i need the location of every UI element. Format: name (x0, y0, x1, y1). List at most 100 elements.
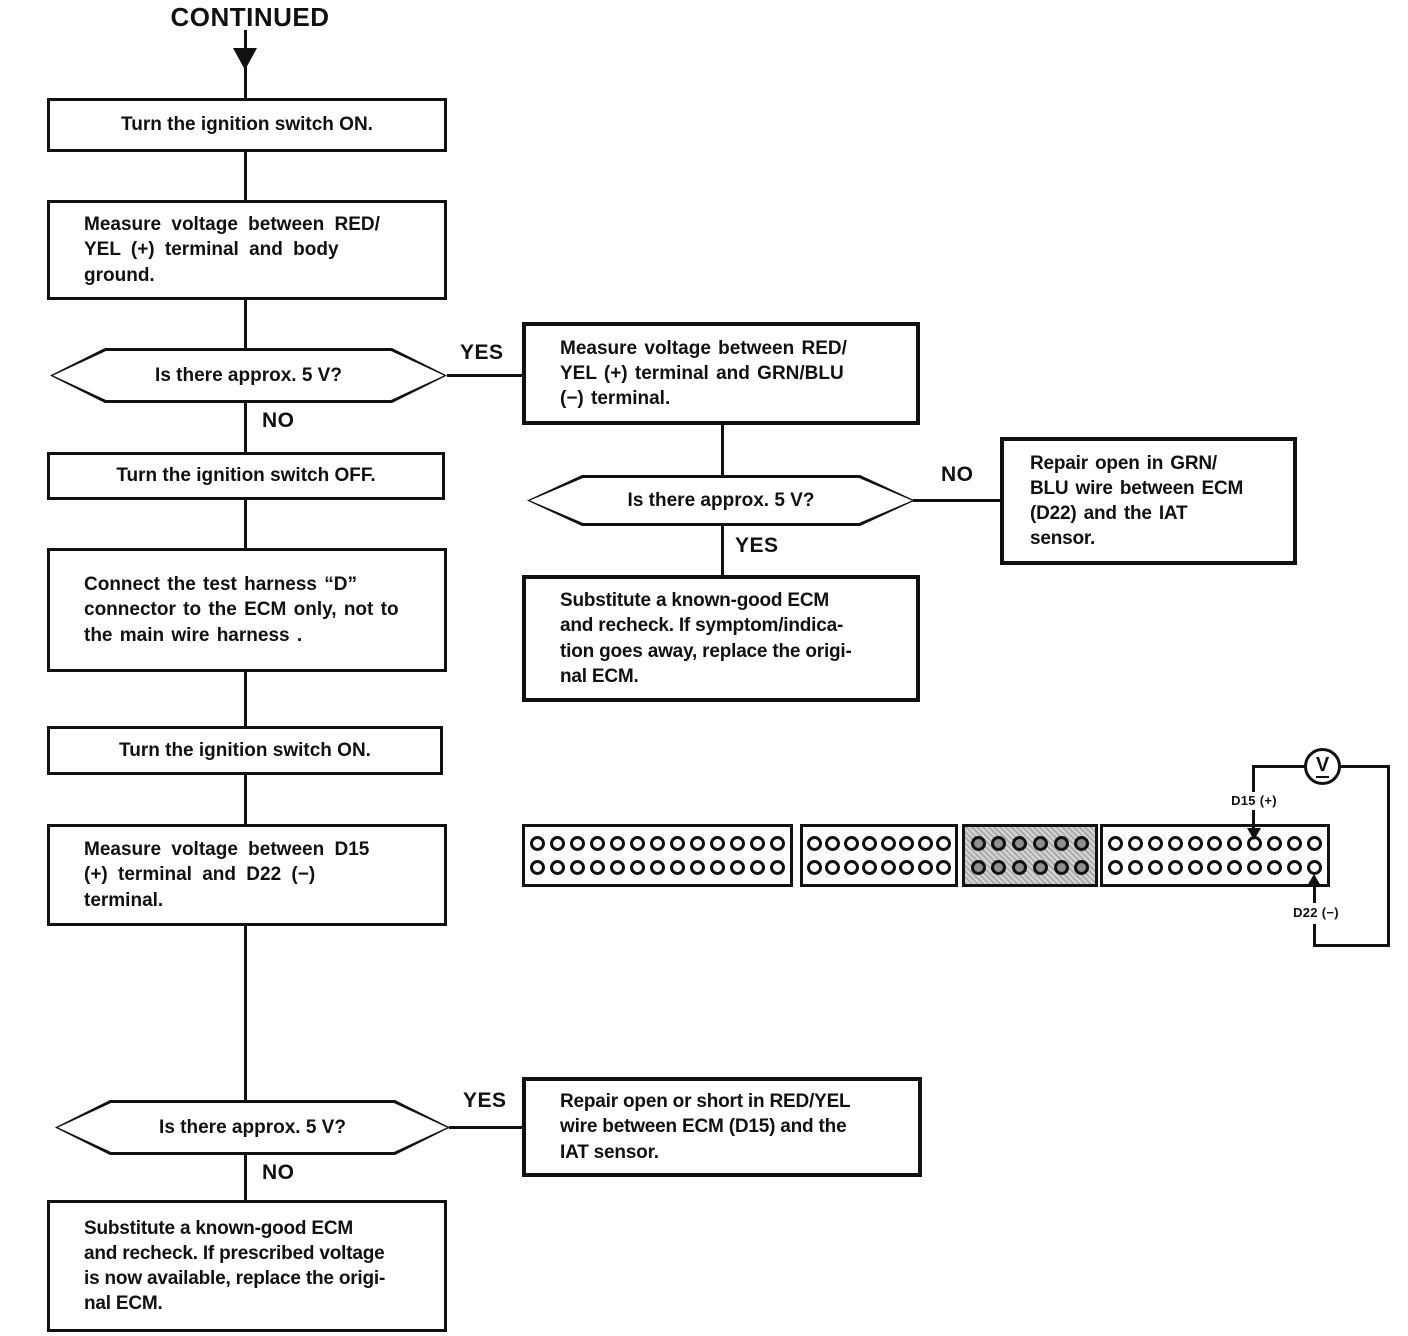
step-substitute-ecm-prescribed-text: Substitute a known-good ECM and recheck.… (84, 1217, 386, 1315)
connector-pin-row (803, 836, 955, 851)
connector-pin (1187, 836, 1203, 851)
step-measure-grn-blu-text: Measure voltage between RED/ YEL (+) ter… (560, 337, 847, 410)
no-label-2: NO (941, 463, 974, 486)
connector-pin (991, 860, 1007, 875)
action-repair-red-yel: Repair open or short in RED/YEL wire bet… (522, 1077, 922, 1177)
step-connect-test-harness-text: Connect the test harness “D” connector t… (84, 574, 399, 646)
connector-pin (590, 860, 605, 875)
connector-pin (530, 836, 545, 851)
decision-shape-fill (58, 1103, 447, 1152)
no-branch-line-1 (244, 403, 247, 452)
no-branch-line-2 (913, 499, 1000, 502)
connector-pin (530, 860, 545, 875)
connector-pin (630, 836, 645, 851)
connector-pin (899, 836, 915, 851)
connector-pin-row (803, 860, 955, 875)
probe-wire-d22 (1339, 765, 1390, 768)
connector-pin (1107, 860, 1123, 875)
connector-line (721, 425, 724, 477)
connector-pin (1127, 860, 1143, 875)
connector-line (244, 926, 247, 1102)
connector-pin (1207, 860, 1223, 875)
connector-pin (630, 860, 645, 875)
connector-segment-4 (1100, 824, 1330, 887)
action-repair-grn-blu: Repair open in GRN/ BLU wire between ECM… (1000, 437, 1297, 565)
connector-line (244, 152, 247, 200)
no-label-1: NO (262, 409, 295, 432)
step-ignition-on-2-text: Turn the ignition switch ON. (119, 739, 371, 761)
connector-pin (1207, 836, 1223, 851)
connector-pin (806, 836, 822, 851)
d15-terminal-label: D15 (+) (1231, 793, 1277, 808)
connector-pin (1012, 860, 1028, 875)
connector-pin (862, 836, 878, 851)
connector-pin (770, 860, 785, 875)
connector-pin (880, 836, 896, 851)
connector-pin (917, 860, 933, 875)
connector-line (244, 300, 247, 348)
connector-pin (1127, 836, 1143, 851)
no-label-3: NO (262, 1161, 295, 1184)
d15-pointer-line (1252, 810, 1255, 832)
connector-pin (730, 860, 745, 875)
connector-pin (1053, 836, 1069, 851)
connector-pin (710, 860, 725, 875)
connector-pin-row (1103, 836, 1327, 851)
connector-pin (843, 836, 859, 851)
connector-segment-3 (962, 824, 1098, 887)
yes-branch-line-1 (447, 374, 525, 377)
connector-pin (570, 860, 585, 875)
action-substitute-ecm-symptom-text: Substitute a known-good ECM and recheck.… (560, 590, 852, 687)
step-measure-body-ground-text: Measure voltage between RED/ YEL (+) ter… (84, 214, 380, 286)
connector-pin (1267, 860, 1283, 875)
connector-pin (610, 860, 625, 875)
connector-pin (670, 860, 685, 875)
connector-pin (610, 836, 625, 851)
action-substitute-ecm-symptom: Substitute a known-good ECM and recheck.… (522, 575, 920, 702)
voltmeter-icon: V (1304, 748, 1341, 785)
step-measure-body-ground: Measure voltage between RED/ YEL (+) ter… (47, 200, 447, 300)
connector-pin (1032, 836, 1048, 851)
connector-pin (843, 860, 859, 875)
connector-pin (550, 860, 565, 875)
connector-pin (570, 836, 585, 851)
step-measure-grn-blu: Measure voltage between RED/ YEL (+) ter… (522, 322, 920, 425)
connector-pin (1012, 836, 1028, 851)
continued-title: CONTINUED (170, 2, 330, 32)
ecm-connector (522, 824, 1330, 887)
step-ignition-on-1: Turn the ignition switch ON. (47, 98, 447, 152)
connector-pin (917, 836, 933, 851)
d15-pointer-arrowhead-icon (1247, 828, 1261, 840)
connector-segment-1 (522, 824, 793, 887)
connector-pin (991, 836, 1007, 851)
connector-pin (1053, 860, 1069, 875)
connector-pin (880, 860, 896, 875)
step-measure-d15-d22: Measure voltage between D15 (+) terminal… (47, 824, 447, 926)
decision-approx-5v-1: Is there approx. 5 V? (50, 348, 447, 403)
connector-pin (770, 836, 785, 851)
connector-pin (1247, 860, 1263, 875)
step-measure-d15-d22-text: Measure voltage between D15 (+) terminal… (84, 839, 370, 911)
step-ignition-on-1-text: Turn the ignition switch ON. (121, 114, 373, 136)
step-connect-test-harness: Connect the test harness “D” connector t… (47, 548, 447, 672)
connector-pin (1287, 836, 1303, 851)
step-ignition-off-text: Turn the ignition switch OFF. (116, 465, 376, 487)
connector-pin (936, 860, 952, 875)
yes-branch-line-2 (721, 526, 724, 575)
connector-pin (550, 836, 565, 851)
connector-pin (690, 860, 705, 875)
connector-pin (1167, 836, 1183, 851)
decision-shape-fill (53, 351, 444, 400)
no-branch-line-3 (244, 1155, 247, 1200)
connector-pin (1287, 860, 1303, 875)
connector-pin (730, 836, 745, 851)
connector-pin-row (1103, 860, 1327, 875)
decision-approx-5v-3-text: Is there approx. 5 V? (159, 1116, 346, 1138)
connector-line (244, 775, 247, 824)
connector-pin (1306, 860, 1322, 875)
step-ignition-on-2: Turn the ignition switch ON. (47, 726, 443, 775)
connector-line (244, 500, 247, 548)
connector-pin-row (965, 860, 1095, 875)
connector-pin (1267, 836, 1283, 851)
